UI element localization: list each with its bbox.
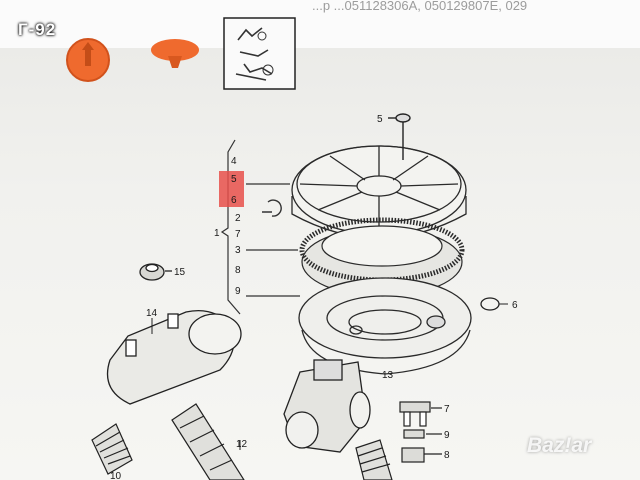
- o-ring-part: [480, 297, 500, 311]
- watermark-logo: Baz!ar: [527, 434, 592, 457]
- screw-part: [388, 113, 411, 160]
- spring-clip-part: [262, 199, 282, 217]
- callout-12: 12: [236, 439, 248, 450]
- clip-front-photo: [66, 38, 110, 82]
- highlight-marker: [219, 171, 244, 207]
- bracket-parts: [399, 401, 442, 463]
- callout-2: 2: [235, 213, 241, 224]
- air-filter-lid: [291, 145, 467, 239]
- air-filter-housing: [298, 277, 472, 375]
- preheater-body: [106, 309, 242, 405]
- callout-5: 5: [231, 174, 237, 185]
- callout-7-right: 7: [444, 404, 450, 415]
- header-band: [0, 0, 640, 48]
- part-number-header: ...р ...051128306A, 050129807E, 029: [312, 0, 528, 13]
- thumbnail-box: [223, 17, 296, 90]
- callout-3: 3: [235, 245, 241, 256]
- callout-8-right: 8: [444, 450, 450, 461]
- callout-7: 7: [235, 229, 241, 240]
- callout-15: 15: [174, 267, 186, 278]
- hose-10: [91, 423, 133, 475]
- intake-manifold: [283, 359, 371, 453]
- callout-6: 6: [231, 195, 237, 206]
- clip-side-photo: [151, 39, 199, 68]
- callout-4: 4: [231, 156, 237, 167]
- callout-10: 10: [110, 471, 122, 480]
- callout-6-oring: 6: [512, 300, 518, 311]
- callout-13: 13: [382, 370, 394, 381]
- callout-1: 1: [214, 228, 220, 239]
- assembly-bracket: [220, 139, 300, 315]
- listing-code-label: Г-92: [18, 20, 57, 39]
- callout-5-screw: 5: [377, 114, 383, 125]
- hose-12: [171, 403, 245, 480]
- callout-9: 9: [235, 286, 241, 297]
- callout-9-right: 9: [444, 430, 450, 441]
- hose-13: [355, 439, 393, 480]
- callout-14: 14: [146, 308, 158, 319]
- nut-part: [139, 263, 172, 281]
- callout-8: 8: [235, 265, 241, 276]
